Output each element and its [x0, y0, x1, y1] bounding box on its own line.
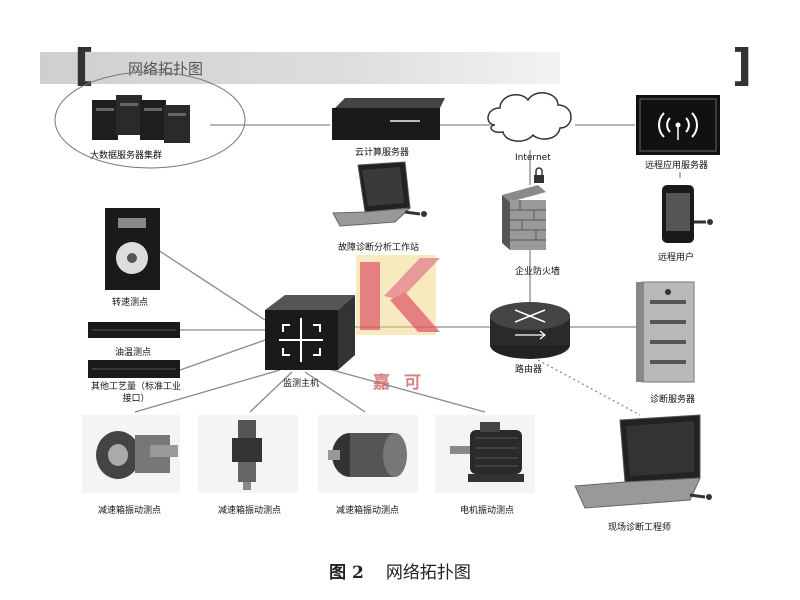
caption-number: 图 2 [329, 563, 364, 583]
figure-caption: 图 2 网络拓扑图 [0, 558, 800, 583]
label-engineer: 现场诊断工程师 [608, 523, 672, 533]
router-icon [490, 302, 570, 359]
label-remote-user: 远程用户 [658, 253, 695, 263]
label-other: 其他工艺量（标准工业接口） [90, 382, 181, 404]
link-monitor-motor [324, 367, 486, 413]
label-internet: Internet [515, 153, 551, 163]
lock-icon [534, 167, 544, 183]
label-router: 路由器 [515, 365, 543, 375]
gearbox-2-image [198, 415, 298, 493]
caption-text: 网络拓扑图 [385, 563, 471, 583]
right-bracket: ] [732, 40, 753, 91]
monitor-host-icon [265, 295, 355, 370]
label-remote-app: 远程应用服务器 [645, 161, 709, 171]
label-workstation: 故障诊断分析工作站 [338, 243, 420, 253]
label-monitor: 监测主机 [283, 379, 320, 389]
link-monitor-gearbox1 [134, 369, 281, 413]
link-monitor-gearbox2 [249, 371, 293, 413]
phone-icon [662, 185, 713, 243]
remote-app-server-icon [636, 95, 720, 155]
label-cloud: 云计算服务器 [355, 148, 410, 158]
label-oil: 油温测点 [115, 348, 152, 358]
label-gearbox-2: 减速箱振动测点 [218, 506, 282, 516]
link-other-monitor [179, 339, 266, 371]
process-io-icon [88, 360, 180, 378]
link-monitor-gearbox3 [304, 371, 366, 413]
gearbox-1-image [82, 415, 180, 493]
label-diag-server: 诊断服务器 [650, 395, 696, 405]
gearbox-3-image [318, 415, 418, 493]
label-gearbox-1: 减速箱振动测点 [98, 506, 162, 516]
diag-server-icon [636, 281, 695, 383]
internet-cloud-icon [487, 92, 572, 142]
motor-image [435, 415, 535, 493]
left-bracket: [ [74, 40, 95, 91]
server-rack-icon [92, 95, 190, 143]
watermark-text: 嘉可 [373, 373, 435, 393]
firewall-icon [502, 185, 546, 250]
oil-temp-sensor-icon [88, 322, 180, 338]
label-motor: 电机振动测点 [460, 506, 515, 516]
label-bigdata: 大数据服务器集群 [90, 151, 163, 161]
engineer-laptop-icon [574, 414, 712, 509]
speed-sensor-icon [105, 208, 160, 290]
label-gearbox-3: 减速箱振动测点 [336, 506, 400, 516]
diagram-title: 网络拓扑图 [128, 60, 204, 78]
title-bar [40, 52, 560, 84]
link-router-engineer [537, 359, 641, 416]
label-firewall: 企业防火墙 [515, 267, 561, 277]
watermark-logo-icon [356, 255, 440, 335]
link-speed-monitor [157, 249, 266, 321]
laptop-icon [332, 161, 427, 227]
label-speed: 转速测点 [112, 298, 149, 308]
cloud-server-icon [332, 98, 445, 140]
bigdata-ellipse [54, 71, 246, 169]
